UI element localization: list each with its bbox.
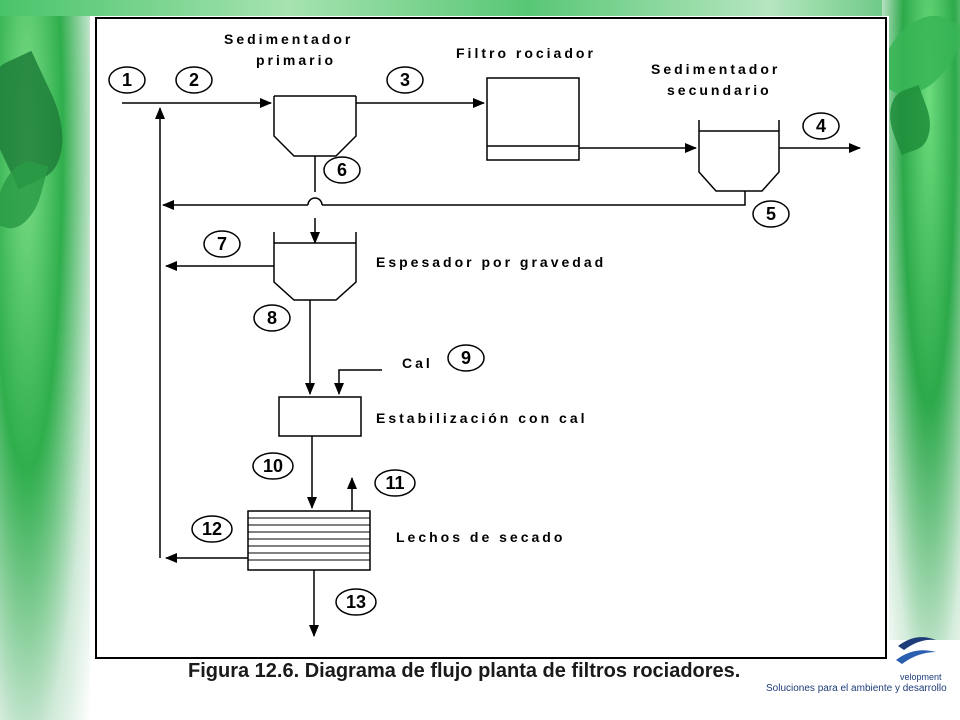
- stream-number: 6: [337, 160, 347, 180]
- flow-5-secondary-sludge: [322, 191, 746, 206]
- label-sedimentador-secundario-2: secundario: [667, 82, 772, 98]
- stream-bubble-12: [191, 515, 233, 543]
- stream-number: 9: [461, 348, 471, 368]
- stream-bubble-13: [335, 588, 377, 616]
- stream-bubble-2: [175, 66, 213, 94]
- stream-bubble-5: [752, 200, 790, 228]
- stream-number: 5: [766, 204, 776, 224]
- flow-diagram: Sedimentador primario Filtro rociador Se…: [95, 17, 887, 659]
- stream-number: 12: [202, 519, 222, 539]
- stream-number: 4: [816, 116, 826, 136]
- stream-number: 3: [400, 70, 410, 90]
- stream-number: 1: [122, 70, 132, 90]
- drying-beds: [247, 510, 371, 571]
- primary-sedimentation-tank: [273, 96, 357, 157]
- stream-number: 8: [267, 308, 277, 328]
- logo-tagline: Soluciones para el ambiente y desarrollo: [766, 683, 947, 694]
- logo-wordmark: velopment: [900, 672, 942, 682]
- lime-stabilization-unit: [278, 396, 362, 437]
- stream-bubble-6: [323, 156, 361, 184]
- background-leaves-top: [0, 0, 960, 16]
- diagram-border: [95, 17, 887, 659]
- stream-number: 10: [263, 456, 283, 476]
- gravity-thickener: [273, 232, 357, 301]
- label-estabilizacion: Estabilización con cal: [376, 410, 588, 426]
- logo-icon: [896, 637, 936, 664]
- secondary-sedimentation-tank: [698, 120, 780, 192]
- flow-9-lime: [334, 369, 382, 395]
- diagram-panel: Sedimentador primario Filtro rociador Se…: [90, 16, 889, 660]
- stream-bubble-3: [386, 66, 424, 94]
- stream-number: 2: [189, 70, 199, 90]
- label-sedimentador-primario-1: Sedimentador: [224, 31, 353, 47]
- figure-caption: Figura 12.6. Diagrama de flujo planta de…: [188, 660, 741, 682]
- label-lechos: Lechos de secado: [396, 529, 565, 545]
- stream-bubble-8: [253, 304, 291, 332]
- stream-number: 7: [217, 234, 227, 254]
- stream-bubble-1: [108, 66, 146, 94]
- label-filtro-rociador: Filtro rociador: [456, 45, 596, 61]
- stream-bubble-9: [447, 344, 485, 372]
- stream-bubble-4: [802, 112, 840, 140]
- stream-number: 13: [346, 592, 366, 612]
- label-espesador: Espesador por gravedad: [376, 254, 606, 270]
- line-crossover: [307, 197, 323, 206]
- label-sedimentador-primario-2: primario: [256, 52, 336, 68]
- label-cal: Cal: [402, 355, 433, 371]
- stream-number: 11: [385, 473, 404, 493]
- label-sedimentador-secundario-1: Sedimentador: [651, 61, 780, 77]
- trickling-filter: [486, 77, 580, 161]
- stream-bubble-10: [252, 452, 294, 480]
- stream-bubble-11: [374, 469, 416, 497]
- stream-bubble-7: [203, 230, 241, 258]
